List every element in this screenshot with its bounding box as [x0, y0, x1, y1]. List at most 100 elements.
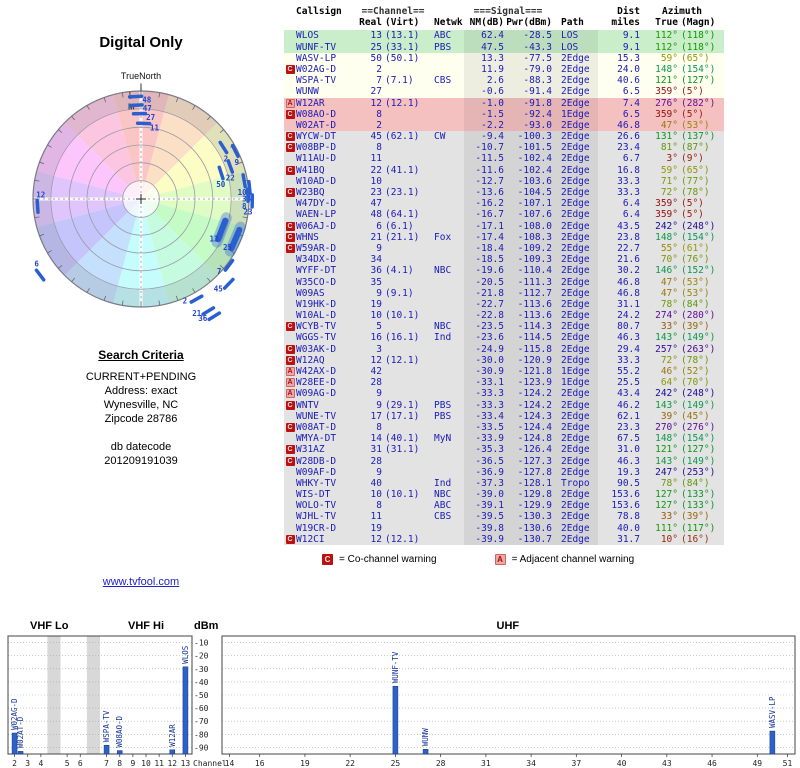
station-marker-label: 47: [143, 104, 152, 113]
col-real: Real: [359, 17, 382, 29]
station-callsign: W35CO-D: [296, 276, 337, 288]
dbm-tick: -70: [194, 717, 209, 726]
channel-tick: 4: [38, 759, 43, 768]
station-marker-label: 8: [242, 202, 247, 211]
compass-wedge: [64, 94, 141, 199]
dbm-tick: -90: [194, 743, 209, 752]
station-callsign: WASV-LP: [296, 52, 337, 64]
station-callsign: WYFF-DT: [296, 265, 337, 277]
station-callsign: WMYA-DT: [296, 433, 337, 445]
dbm-tick: -60: [194, 704, 209, 713]
channel-tick: 37: [572, 759, 582, 768]
station-callsign: W08BP-D: [296, 142, 337, 154]
table-header-groups: Callsign ==Channel== ===Signal=== Dist A…: [284, 6, 724, 18]
signal-bar-label: WUNF-TV: [391, 651, 400, 683]
station-marker-label: 2: [183, 296, 188, 305]
col-group-signal: ===Signal===: [473, 6, 543, 17]
signal-bar: [17, 751, 24, 755]
col-magn: (Magn): [681, 17, 716, 29]
station-marker: [201, 306, 216, 316]
criteria-line-city: Wynesville, NC: [103, 399, 179, 411]
tvfool-link[interactable]: www.tvfool.com: [102, 576, 180, 588]
adjacent-channel-warning-badge: A: [285, 98, 295, 108]
db-datecode: db datecode 201209191039: [0, 440, 282, 468]
station-marker-label: 13: [209, 234, 219, 243]
station-marker-label: 7: [217, 267, 222, 276]
station-callsign: W19CR-D: [296, 522, 337, 534]
station-callsign: W47DY-D: [296, 198, 337, 210]
station-callsign: W34DX-D: [296, 254, 337, 266]
col-pwr: Pwr(dBm): [506, 17, 552, 29]
station-callsign: WIS-DT: [296, 489, 331, 501]
col-nm: NM(dB): [469, 17, 504, 29]
plot-title: Digital Only: [99, 34, 183, 51]
signal-bar: [169, 749, 176, 755]
station-callsign: WUNE-TV: [296, 410, 337, 422]
signal-bar-label: WUNW: [421, 728, 430, 747]
col-azimuth: Azimuth: [661, 6, 703, 17]
true-north-label: TrueNorth: [121, 71, 161, 81]
signal-bar: [769, 730, 776, 755]
station-marker: [223, 258, 235, 272]
channel-tick: 12: [167, 759, 177, 768]
signal-bar: [392, 685, 399, 755]
station-callsign: W06AJ-D: [296, 220, 337, 232]
station-marker-label: 22: [226, 174, 235, 183]
station-marker: [217, 165, 225, 181]
channel-tick: 31: [481, 759, 491, 768]
signal-bar: [182, 666, 189, 755]
co-channel-warning-badge: C: [285, 534, 295, 544]
co-channel-text: = Co-channel warning: [339, 554, 437, 565]
channel-tick: 6: [78, 759, 83, 768]
channel-tick: 10: [141, 759, 151, 768]
station-marker-label: 2: [224, 154, 229, 163]
station-marker: [222, 277, 235, 290]
co-channel-warning-badge: C: [285, 422, 295, 432]
table-header-cols: Real (Virt) Netwk NM(dB) Pwr(dBm) Path m…: [284, 17, 724, 29]
station-marker-label: 6: [34, 259, 39, 268]
station-callsign: W12AR: [296, 97, 325, 109]
dbm-tick: -40: [194, 678, 209, 687]
channel-tick: 49: [752, 759, 762, 768]
station-marker-label: 10: [238, 188, 248, 197]
channel-tick: 5: [65, 759, 70, 768]
station-marker-label: 21: [192, 309, 202, 318]
uhf-label: UHF: [497, 620, 520, 632]
station-callsign: WSPA-TV: [296, 75, 337, 87]
compass-wedge: [141, 199, 246, 276]
compass-wedge: [141, 199, 218, 304]
db-datecode-label: db datecode: [110, 441, 172, 453]
co-channel-warning-badge: C: [285, 143, 295, 153]
channel-tick: 8: [117, 759, 122, 768]
vhf-hi-label: VHF Hi: [128, 620, 164, 632]
signal-bar-label: W02AG-D: [10, 698, 19, 730]
station-callsign: W42AX-D: [296, 366, 337, 377]
compass-wedge: [36, 199, 142, 276]
station-callsign: W12CI: [296, 533, 325, 545]
uhf-panel: [221, 635, 796, 755]
station-marker: [226, 159, 235, 174]
station-marker: [215, 217, 229, 243]
channel-tick: 19: [300, 759, 310, 768]
col-group-channel: ==Channel==: [361, 6, 425, 17]
station-callsign: WLOS: [296, 30, 319, 42]
